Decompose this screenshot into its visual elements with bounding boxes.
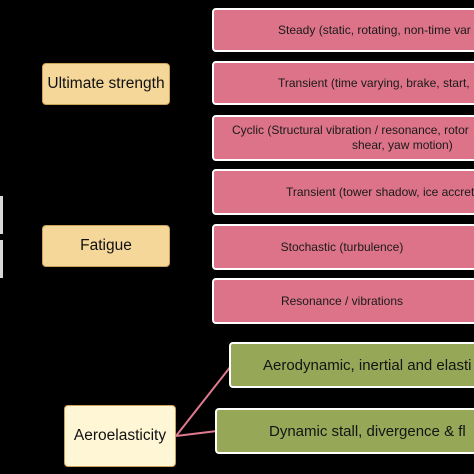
- aero-dynamic-stall-divergence: Dynamic stall, divergence & fl: [215, 408, 474, 454]
- category-aeroelasticity: Aeroelasticity: [64, 405, 176, 467]
- category-fatigue: Fatigue: [42, 225, 170, 267]
- load-transient-tower-shadow: Transient (tower shadow, ice accret: [212, 169, 474, 215]
- load-cyclic-line1: Cyclic (Structural vibration / resonance…: [232, 123, 469, 137]
- load-cyclic-line2: shear, yaw motion): [352, 138, 453, 152]
- left-edge-marker-bottom: [0, 240, 3, 278]
- connector-to-dynamic-stall: [175, 430, 218, 437]
- load-steady: Steady (static, rotating, non-time var: [212, 8, 474, 52]
- connector-to-aerodynamic: [175, 365, 232, 437]
- load-cyclic: Cyclic (Structural vibration / resonance…: [212, 115, 474, 161]
- load-stochastic: Stochastic (turbulence): [212, 224, 474, 270]
- load-transient-time-varying: Transient (time varying, brake, start,: [212, 61, 474, 105]
- aero-aerodynamic-inertial-elastic: Aerodynamic, inertial and elasti: [229, 342, 474, 388]
- load-resonance: Resonance / vibrations: [212, 278, 474, 324]
- category-ultimate-strength: Ultimate strength: [42, 63, 170, 105]
- left-edge-marker-top: [0, 196, 3, 234]
